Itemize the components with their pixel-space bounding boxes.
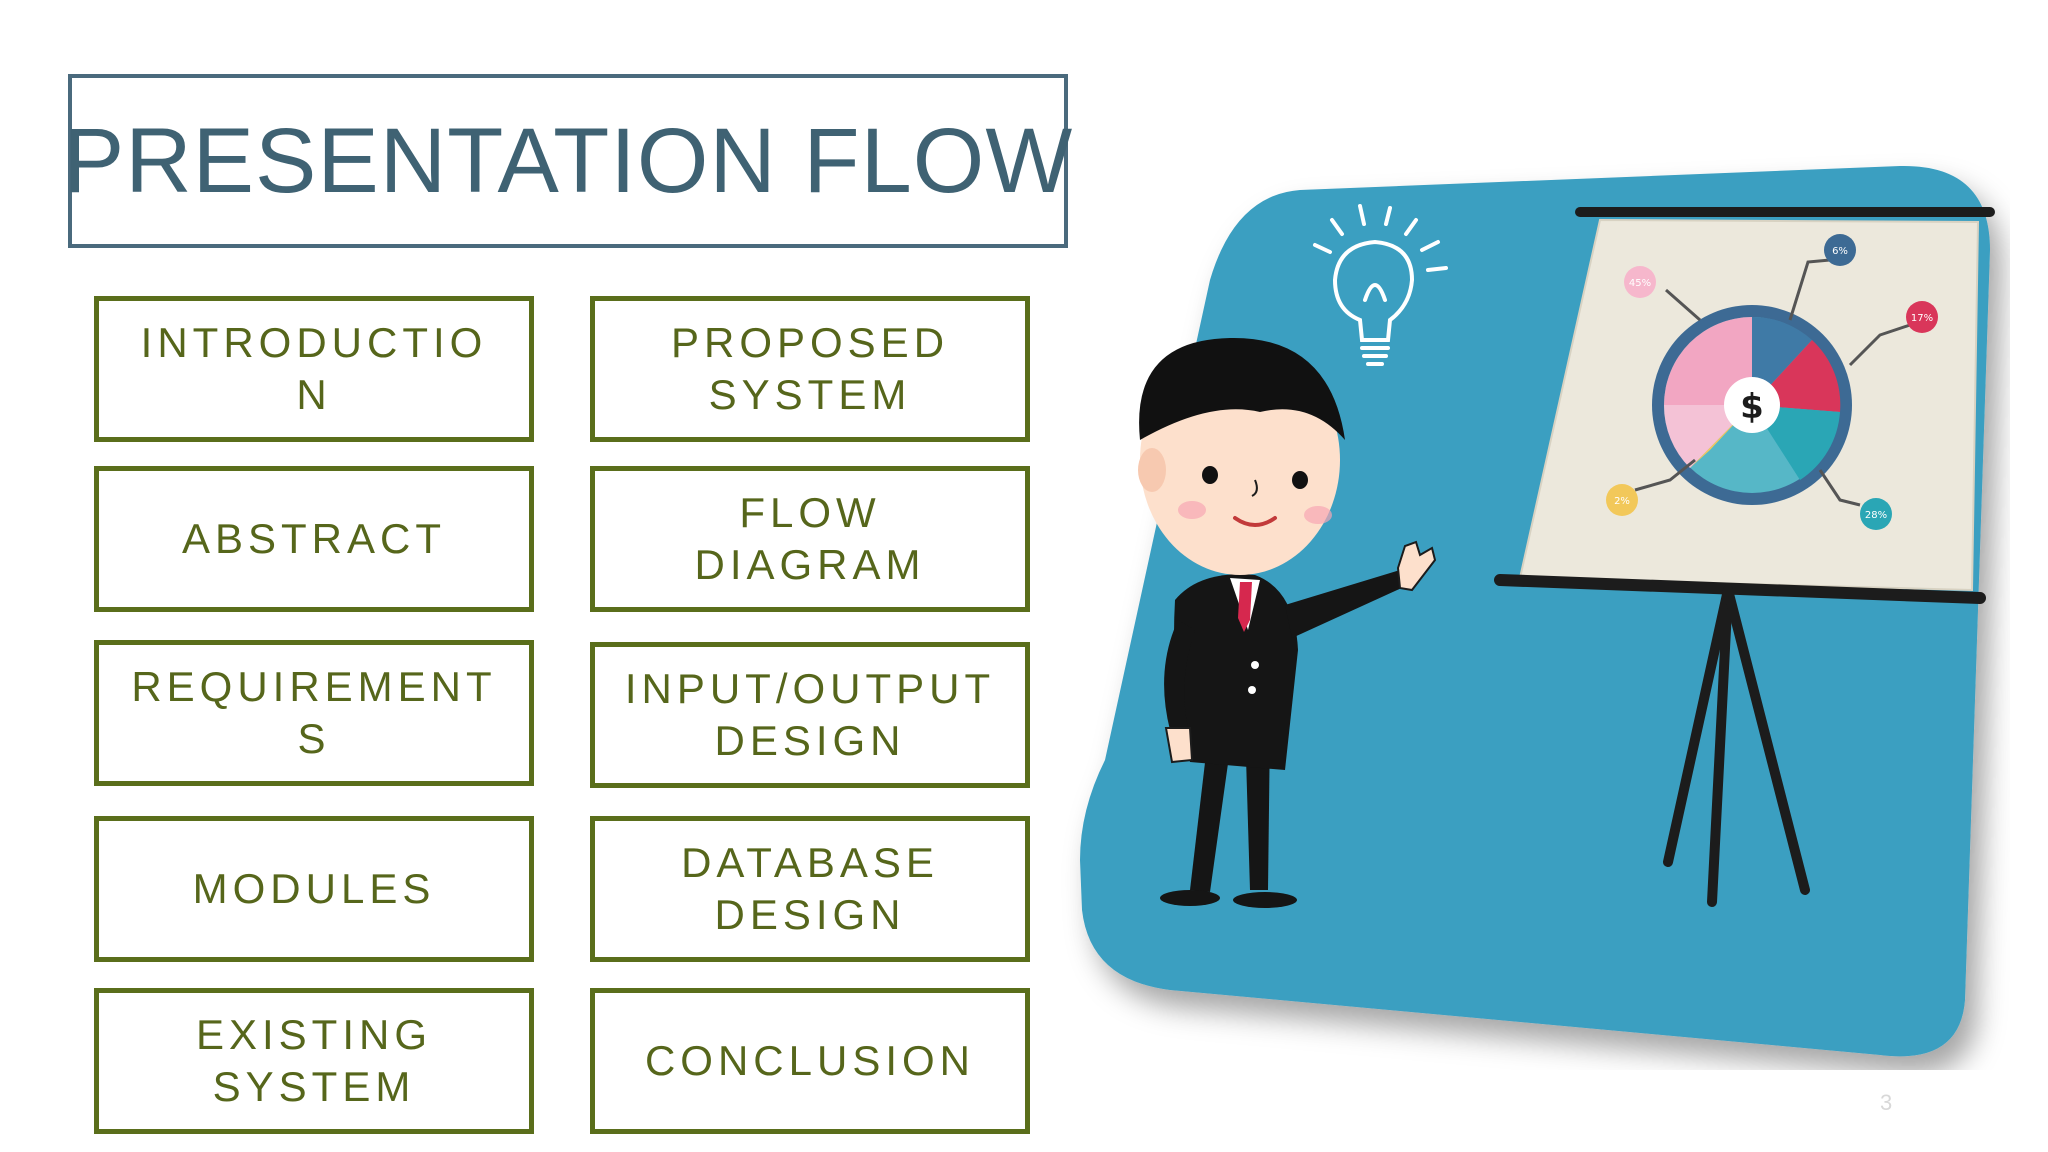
topic-label: INTRODUCTIO N: [140, 319, 488, 418]
topic-requirements[interactable]: REQUIREMENT S: [94, 640, 534, 786]
topic-modules[interactable]: MODULES: [94, 816, 534, 962]
chart-label-6: 6%: [1832, 246, 1848, 257]
page-title: PRESENTATION FLOW: [62, 109, 1074, 212]
topic-proposed-system[interactable]: PROPOSED SYSTEM: [590, 296, 1030, 442]
presenter-illustration: $ 45% 6% 17% 28% 2%: [1080, 165, 1995, 1057]
presenter-figure: [1138, 337, 1437, 908]
currency-symbol: $: [1740, 387, 1764, 427]
topic-database-design[interactable]: DATABASE DESIGN: [590, 816, 1030, 962]
chart-label-28: 28%: [1865, 510, 1887, 521]
title-box: PRESENTATION FLOW: [63, 74, 1072, 248]
topic-label: REQUIREMENT S: [131, 663, 497, 762]
topic-label: EXISTING SYSTEM: [195, 1011, 433, 1110]
pie-chart-graphic: $ 45% 6% 17% 28% 2%: [1606, 234, 1938, 530]
topic-label: INPUT/OUTPUT DESIGN: [624, 665, 996, 764]
slide-number: 3: [1880, 1090, 1893, 1115]
topic-conclusion[interactable]: CONCLUSION: [590, 988, 1030, 1134]
topic-label: PROPOSED SYSTEM: [670, 319, 950, 418]
topic-label: FLOW DIAGRAM: [694, 489, 926, 588]
topic-label: DATABASE DESIGN: [681, 839, 939, 938]
lightbulb-icon: [1313, 204, 1448, 366]
topic-existing-system[interactable]: EXISTING SYSTEM: [94, 988, 534, 1134]
topic-label: CONCLUSION: [644, 1037, 976, 1084]
topic-introduction[interactable]: INTRODUCTIO N: [94, 296, 534, 442]
topic-label: ABSTRACT: [181, 515, 447, 562]
topic-label: MODULES: [192, 865, 436, 912]
topic-abstract[interactable]: ABSTRACT: [94, 466, 534, 612]
chart-label-17: 17%: [1911, 313, 1933, 324]
topic-input-output-design[interactable]: INPUT/OUTPUT DESIGN: [590, 642, 1030, 788]
chart-label-45: 45%: [1629, 278, 1651, 289]
topic-flow-diagram[interactable]: FLOW DIAGRAM: [590, 466, 1030, 612]
chart-label-2: 2%: [1614, 496, 1630, 507]
